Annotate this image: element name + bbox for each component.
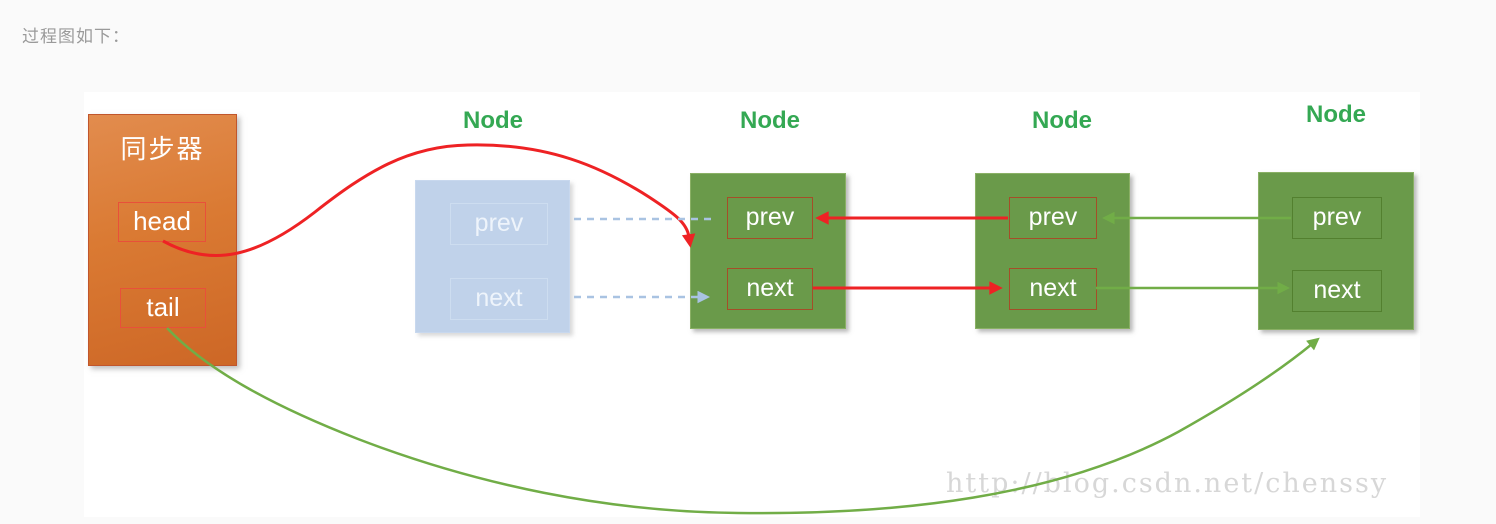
tail-field: tail bbox=[120, 288, 206, 328]
node-detached: prev next bbox=[415, 180, 570, 333]
node-label-3: Node bbox=[1306, 101, 1366, 128]
node-1: prev next bbox=[690, 173, 846, 329]
node-2: prev next bbox=[975, 173, 1130, 329]
process-caption: 过程图如下： bbox=[22, 27, 130, 46]
prev-field: prev bbox=[727, 197, 813, 239]
prev-field: prev bbox=[450, 203, 548, 245]
next-field: next bbox=[1009, 268, 1097, 310]
node-label-detached: Node bbox=[463, 107, 523, 134]
next-field: next bbox=[450, 278, 548, 320]
prev-field: prev bbox=[1009, 197, 1097, 239]
node-label-2: Node bbox=[1032, 107, 1092, 134]
next-field: next bbox=[1292, 270, 1382, 312]
node-label-1: Node bbox=[740, 107, 800, 134]
head-field: head bbox=[118, 202, 206, 242]
synchronizer-box: 同步器 head tail bbox=[88, 114, 237, 366]
prev-field: prev bbox=[1292, 197, 1382, 239]
next-field: next bbox=[727, 268, 813, 310]
synchronizer-title: 同步器 bbox=[120, 134, 205, 164]
node-3: prev next bbox=[1258, 172, 1414, 330]
watermark: http://blog.csdn.net/chenssy bbox=[946, 468, 1389, 499]
